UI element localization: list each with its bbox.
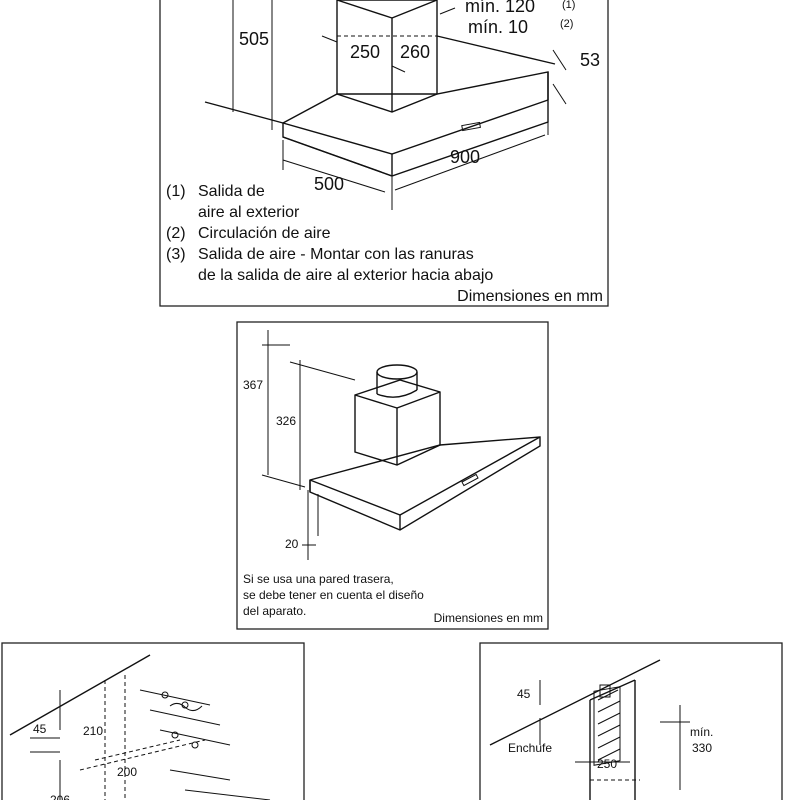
dim-250: 250 [350, 42, 380, 62]
middle-panel-frame [236, 321, 549, 630]
dim-505: 505 [239, 29, 269, 49]
hood-drawing-middle [261, 330, 541, 560]
socket-icon [599, 684, 611, 698]
legend-1-text-2: aire al exterior [198, 204, 300, 221]
dim-45-left: 45 [33, 722, 47, 736]
units-label-middle: Dimensiones en mm [434, 611, 543, 625]
legend-2-num: (2) [166, 225, 186, 242]
top-panel: 505 250 260 mín. 120 (1) mín. 10 (2) 53 … [159, 0, 609, 307]
top-dimension-lines [232, 0, 567, 210]
dim-500: 500 [314, 174, 344, 194]
dim-367: 367 [243, 378, 263, 392]
dim-326: 326 [276, 414, 296, 428]
dim-900: 900 [450, 147, 480, 167]
mounting-drawing [9, 654, 271, 800]
units-label-top: Dimensiones en mm [457, 288, 603, 305]
dim-45-right: 45 [517, 687, 531, 701]
middle-panel: 367 326 20 Si se usa una pared trasera, … [236, 321, 549, 630]
legend-1-text: Salida de [198, 183, 265, 200]
legend-3-text: Salida de aire - Montar con las ranuras [198, 246, 474, 263]
dim-250-right: 250 [597, 757, 617, 771]
legend-3-num: (3) [166, 246, 186, 263]
bottom-left-frame [1, 642, 305, 800]
middle-note-line-3: del aparato. [243, 604, 306, 618]
dim-260: 260 [400, 42, 430, 62]
dim-20: 20 [285, 537, 299, 551]
dim-min-10: mín. 10 [468, 17, 528, 37]
dim-210: 210 [83, 724, 103, 738]
dim-206: 206 [50, 793, 70, 800]
note-1-mark: (1) [562, 0, 575, 11]
middle-note-line-1: Si se usa una pared trasera, [243, 572, 394, 586]
socket-drawing [489, 659, 690, 800]
dim-min-120: mín. 120 [465, 0, 535, 16]
bottom-right-panel: 45 Enchufe mín. 330 250 [479, 642, 783, 800]
legend-3-text-2: de la salida de aire al exterior hacia a… [198, 267, 493, 284]
control-panel-icon-middle [461, 473, 479, 487]
legend-1-num: (1) [166, 183, 186, 200]
top-legend: (1) Salida de aire al exterior (2) Circu… [166, 183, 603, 305]
socket-label: Enchufe [508, 741, 552, 755]
middle-note-line-2: se debe tener en cuenta el diseño [243, 588, 424, 602]
top-panel-frame [159, 0, 609, 307]
dim-200: 200 [117, 765, 137, 779]
dim-53: 53 [580, 50, 600, 70]
legend-2-text: Circulación de aire [198, 225, 331, 242]
bottom-left-panel: 45 210 200 206 [1, 642, 305, 800]
dim-min-right: mín. [690, 725, 713, 739]
control-panel-icon [461, 121, 481, 132]
hood-drawing-top [204, 0, 556, 177]
bottom-right-frame [479, 642, 783, 800]
dim-330: 330 [692, 741, 712, 755]
note-2-mark: (2) [560, 18, 573, 30]
